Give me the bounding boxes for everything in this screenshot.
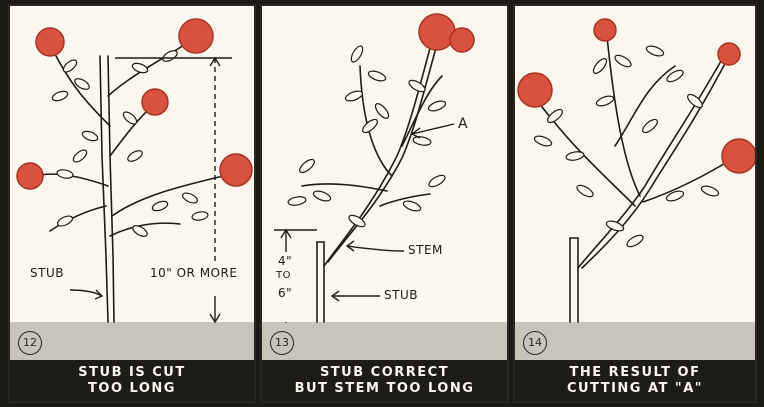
caption-line-1: STUB IS CUT — [78, 365, 185, 381]
stub-label: STUB — [30, 266, 64, 280]
caption-line-2: CUTTING AT "A" — [567, 381, 703, 397]
stem-label: STEM — [408, 243, 443, 257]
rose-bush-drawing — [10, 6, 256, 366]
panel-number: 14 — [523, 331, 547, 355]
panel-caption: STUB IS CUT TOO LONG — [10, 360, 254, 401]
stub-label: STUB — [384, 288, 418, 302]
panel-13: 4" TO 6" A STEM STUB 13 STUB CORRECT BUT… — [260, 4, 509, 403]
rose-blooms — [17, 19, 252, 189]
to-label: TO — [276, 270, 291, 281]
panel-14: 14 THE RESULT OF CUTTING AT "A" — [513, 4, 757, 403]
a-label: A — [458, 116, 468, 132]
panel-number: 13 — [270, 331, 294, 355]
six-inch-label: 6" — [278, 286, 292, 300]
panel-caption: THE RESULT OF CUTTING AT "A" — [515, 360, 755, 401]
rose-blooms — [518, 19, 756, 173]
rose-blooms — [419, 14, 474, 52]
panel-12: STUB 10" OR MORE 12 STUB IS CUT TOO LONG — [8, 4, 256, 403]
measure-label: 10" OR MORE — [150, 266, 237, 280]
rose-bush-drawing — [515, 6, 757, 366]
panel-number: 12 — [18, 331, 42, 355]
caption-line-2: TOO LONG — [88, 381, 176, 397]
panel-caption: STUB CORRECT BUT STEM TOO LONG — [262, 360, 507, 401]
caption-line-2: BUT STEM TOO LONG — [295, 381, 475, 397]
four-inch-label: 4" — [278, 254, 292, 268]
caption-line-1: THE RESULT OF — [570, 365, 701, 381]
caption-line-1: STUB CORRECT — [320, 365, 449, 381]
